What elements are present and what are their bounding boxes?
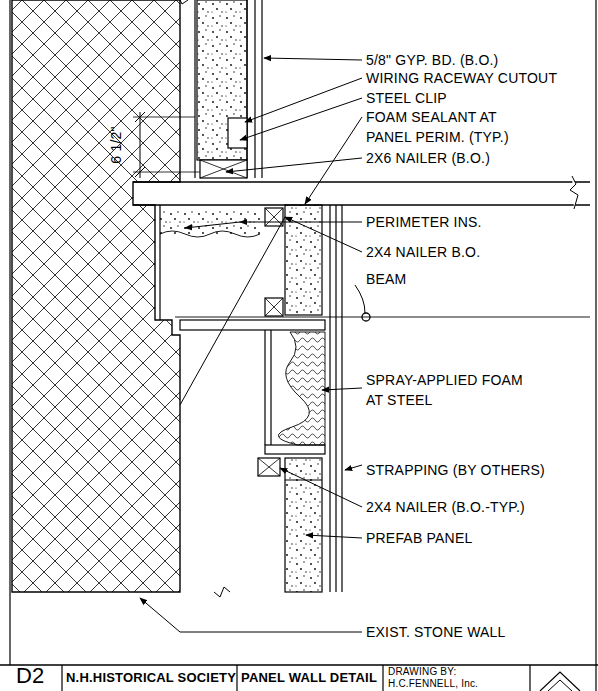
- part-label: PERIMETER INS.: [366, 212, 482, 232]
- part-label: BEAM: [366, 269, 406, 289]
- title-cell: DRAWING BY:: [388, 665, 457, 678]
- part-label: 5/8" GYP. BD. (B.O.): [366, 50, 498, 70]
- part-label: WIRING RACEWAY CUTOUT: [366, 68, 557, 88]
- dimension-label: 6 1/2": [106, 126, 126, 163]
- part-label: EXIST. STONE WALL: [366, 622, 506, 642]
- part-label: STRAPPING (BY OTHERS): [366, 460, 545, 480]
- title-cell: N.H.HISTORICAL SOCIETY: [66, 670, 236, 686]
- title-cell: H.C.FENNELL, Inc.: [388, 677, 478, 690]
- part-label: 2X6 NAILER (B.O.): [366, 148, 490, 168]
- title-cell: PANEL WALL DETAIL: [241, 670, 377, 686]
- part-label: 2X4 NAILER (B.O.-TYP.): [366, 497, 525, 517]
- part-label: PREFAB PANEL: [366, 528, 472, 548]
- part-label: 2X4 NAILER B.O.: [366, 242, 480, 262]
- sheet-number: D2: [16, 666, 45, 686]
- part-label: STEEL CLIP: [366, 88, 447, 108]
- part-label: SPRAY-APPLIED FOAM AT STEEL: [366, 370, 541, 410]
- part-label: FOAM SEALANT AT PANEL PERIM. (TYP.): [366, 107, 531, 147]
